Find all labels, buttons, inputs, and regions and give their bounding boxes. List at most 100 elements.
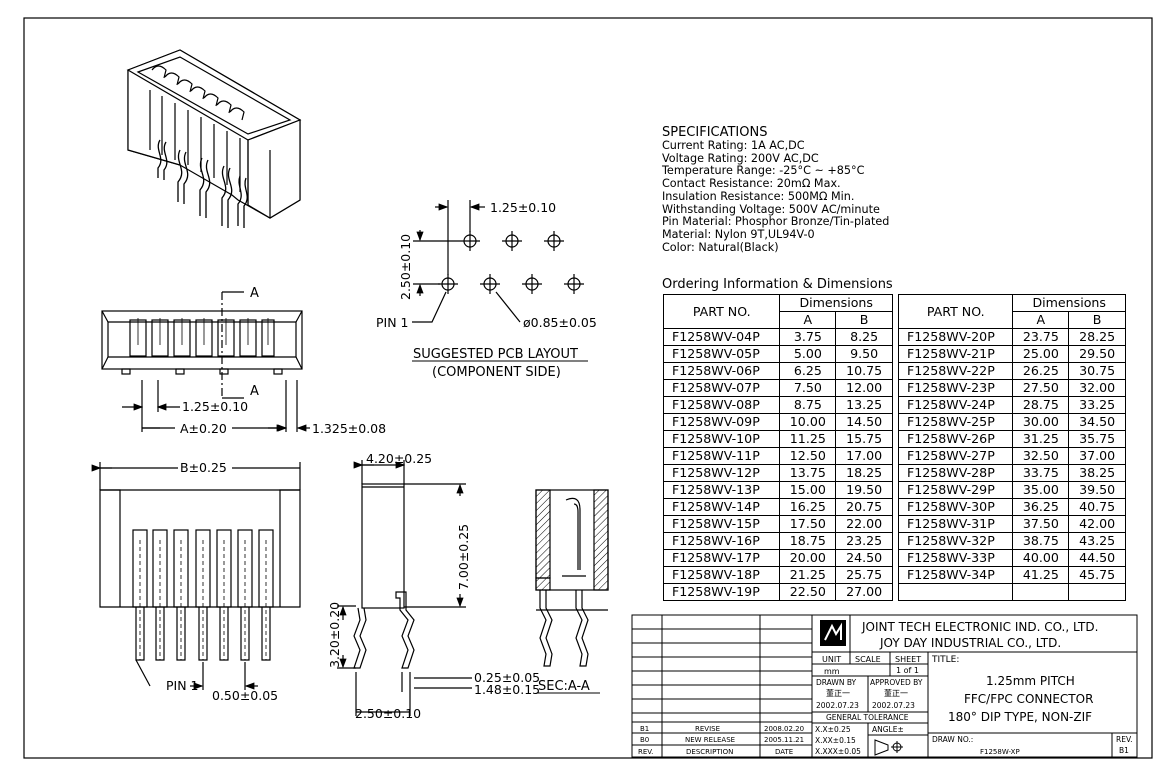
dim-b-cell: 20.75 [835, 498, 893, 516]
part-number-cell: F1258WV-20P [897, 328, 1014, 346]
dim-a-cell: 12.50 [779, 447, 837, 465]
dim-b-cell: 28.25 [1068, 328, 1126, 346]
specifications-block: SPECIFICATIONS Current Rating: 1A AC,DC … [662, 126, 889, 254]
cut-label-bottom: A [250, 384, 259, 399]
part-number-cell: F1258WV-24P [897, 396, 1014, 414]
dim-b-cell: 30.75 [1068, 362, 1126, 380]
dim-a-cell: 8.75 [779, 396, 837, 414]
part-number-cell: F1258WV-17P [662, 549, 781, 567]
dim-pin-width: 0.50±0.05 [212, 688, 278, 703]
unit-value: mm [824, 667, 840, 676]
side-view [337, 460, 472, 716]
col-dims-header: Dimensions [779, 294, 893, 312]
dim-a-cell: 11.25 [779, 430, 837, 448]
dim-a-cell: 25.00 [1012, 345, 1070, 363]
sheet-value: 1 of 1 [896, 666, 919, 675]
col-dims-header: Dimensions [1012, 294, 1126, 312]
dim-b-cell: 25.75 [835, 566, 893, 584]
dim-a-cell: 30.00 [1012, 413, 1070, 431]
unit-label: UNIT [822, 655, 841, 664]
dim-a-cell: 28.75 [1012, 396, 1070, 414]
company-cn: JOY DAY INDUSTRIAL CO., LTD. [879, 636, 1061, 650]
projection-symbol-icon [874, 739, 903, 756]
part-number-cell: F1258WV-16P [662, 532, 781, 550]
pcb-subtitle: (COMPONENT SIDE) [432, 365, 561, 380]
rev-header-rev: REV. [638, 748, 653, 756]
pcb-pin1: PIN 1 [376, 315, 409, 330]
front-pin1: PIN 1 [166, 678, 199, 693]
scale-label: SCALE [855, 655, 881, 664]
spec-line: Current Rating: 1A AC,DC [662, 139, 805, 152]
rev-row-2-desc: NEW RELEASE [685, 736, 735, 744]
pcb-row: 2.50±0.10 [398, 234, 413, 300]
dim-height: 7.00±0.25 [456, 524, 471, 590]
part-number-cell: F1258WV-23P [897, 379, 1014, 397]
tol-3: X.XXX±0.05 [815, 747, 861, 756]
top-view [101, 291, 310, 432]
part-number-cell: F1258WV-28P [897, 464, 1014, 482]
part-number-cell: F1258WV-09P [662, 413, 781, 431]
section-label: SEC:A-A [538, 679, 590, 694]
pcb-pitch: 1.25±0.10 [490, 200, 556, 215]
dim-b-cell: 22.00 [835, 515, 893, 533]
rev-label: REV. [1116, 735, 1133, 744]
part-number-cell: F1258WV-31P [897, 515, 1014, 533]
dim-a-cell: 16.25 [779, 498, 837, 516]
dim-a-cell: 32.50 [1012, 447, 1070, 465]
part-number-cell: F1258WV-34P [897, 566, 1014, 584]
drawing-no-label: DRAW NO.: [932, 735, 973, 744]
spec-line: Color: Natural(Black) [662, 240, 779, 254]
rev-row-2-rev: B0 [640, 736, 649, 744]
part-number-cell: F1258WV-15P [662, 515, 781, 533]
section-view [535, 489, 609, 667]
col-a-header: A [779, 311, 837, 329]
pcb-layout [412, 200, 588, 362]
drawing-no: F1258W-XP [980, 748, 1020, 756]
col-b-header: B [835, 311, 893, 329]
dim-a-cell: 13.75 [779, 464, 837, 482]
part-number-cell: F1258WV-12P [662, 464, 781, 482]
dim-a-cell: 18.75 [779, 532, 837, 550]
dim-b-cell: 24.50 [835, 549, 893, 567]
dim-a-cell: 15.00 [779, 481, 837, 499]
dim-b-cell: 35.75 [1068, 430, 1126, 448]
cut-label-top: A [250, 286, 259, 301]
dim-a-cell: 6.25 [779, 362, 837, 380]
part-number-cell: F1258WV-21P [897, 345, 1014, 363]
tol-1: X.X±0.25 [815, 725, 851, 734]
dim-b-cell: 19.50 [835, 481, 893, 499]
dim-a-cell: 10.00 [779, 413, 837, 431]
sheet-border [23, 17, 1153, 759]
dim-pitch: 1.25±0.10 [182, 399, 248, 414]
dim-a-cell: 36.25 [1012, 498, 1070, 516]
dim-a-cell: 20.00 [779, 549, 837, 567]
dim-b-cell: 13.25 [835, 396, 893, 414]
ordering-title: Ordering Information & Dimensions [662, 277, 893, 292]
dim-b-cell: 9.50 [835, 345, 893, 363]
dim-b-cell: 15.75 [835, 430, 893, 448]
rev-value: B1 [1119, 746, 1129, 755]
dim-b-cell: 10.75 [835, 362, 893, 380]
part-number-cell: F1258WV-07P [662, 379, 781, 397]
dim-b-cell: 29.50 [1068, 345, 1126, 363]
part-number-cell: F1258WV-18P [662, 566, 781, 584]
dim-b-cell: 34.50 [1068, 413, 1126, 431]
dim-a-cell: 35.00 [1012, 481, 1070, 499]
approved-by-name: 董正一 [884, 688, 908, 698]
part-number-cell: F1258WV-08P [662, 396, 781, 414]
title-line-2: FFC/FPC CONNECTOR [964, 692, 1093, 706]
